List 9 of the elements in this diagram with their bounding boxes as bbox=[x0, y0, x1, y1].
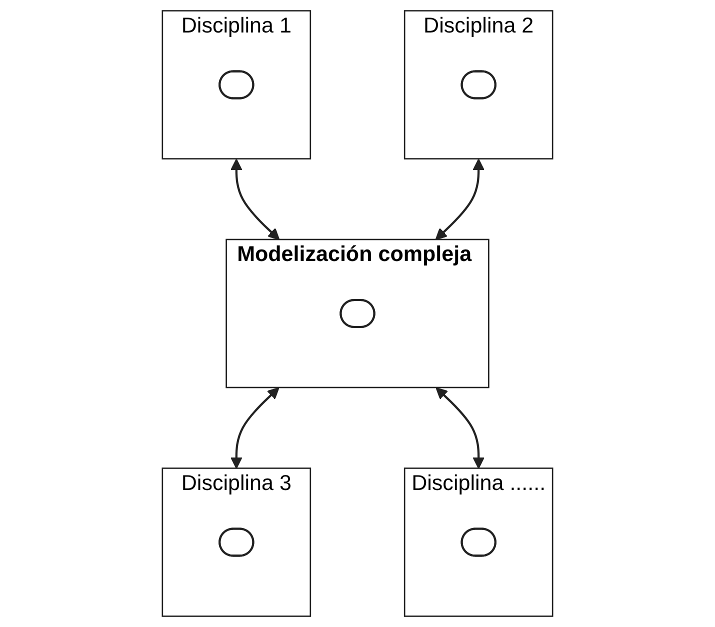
cluster: Disciplina 3 bbox=[162, 468, 312, 617]
arrow bbox=[230, 387, 280, 469]
arrow bbox=[435, 158, 484, 240]
cluster: Modelización compleja bbox=[226, 238, 490, 388]
cluster: Disciplina 2 bbox=[404, 10, 554, 160]
cluster: Disciplina 1 bbox=[162, 10, 312, 160]
arrow bbox=[436, 387, 484, 469]
arrow bbox=[230, 158, 280, 240]
cluster: Disciplina ...... bbox=[404, 468, 554, 617]
